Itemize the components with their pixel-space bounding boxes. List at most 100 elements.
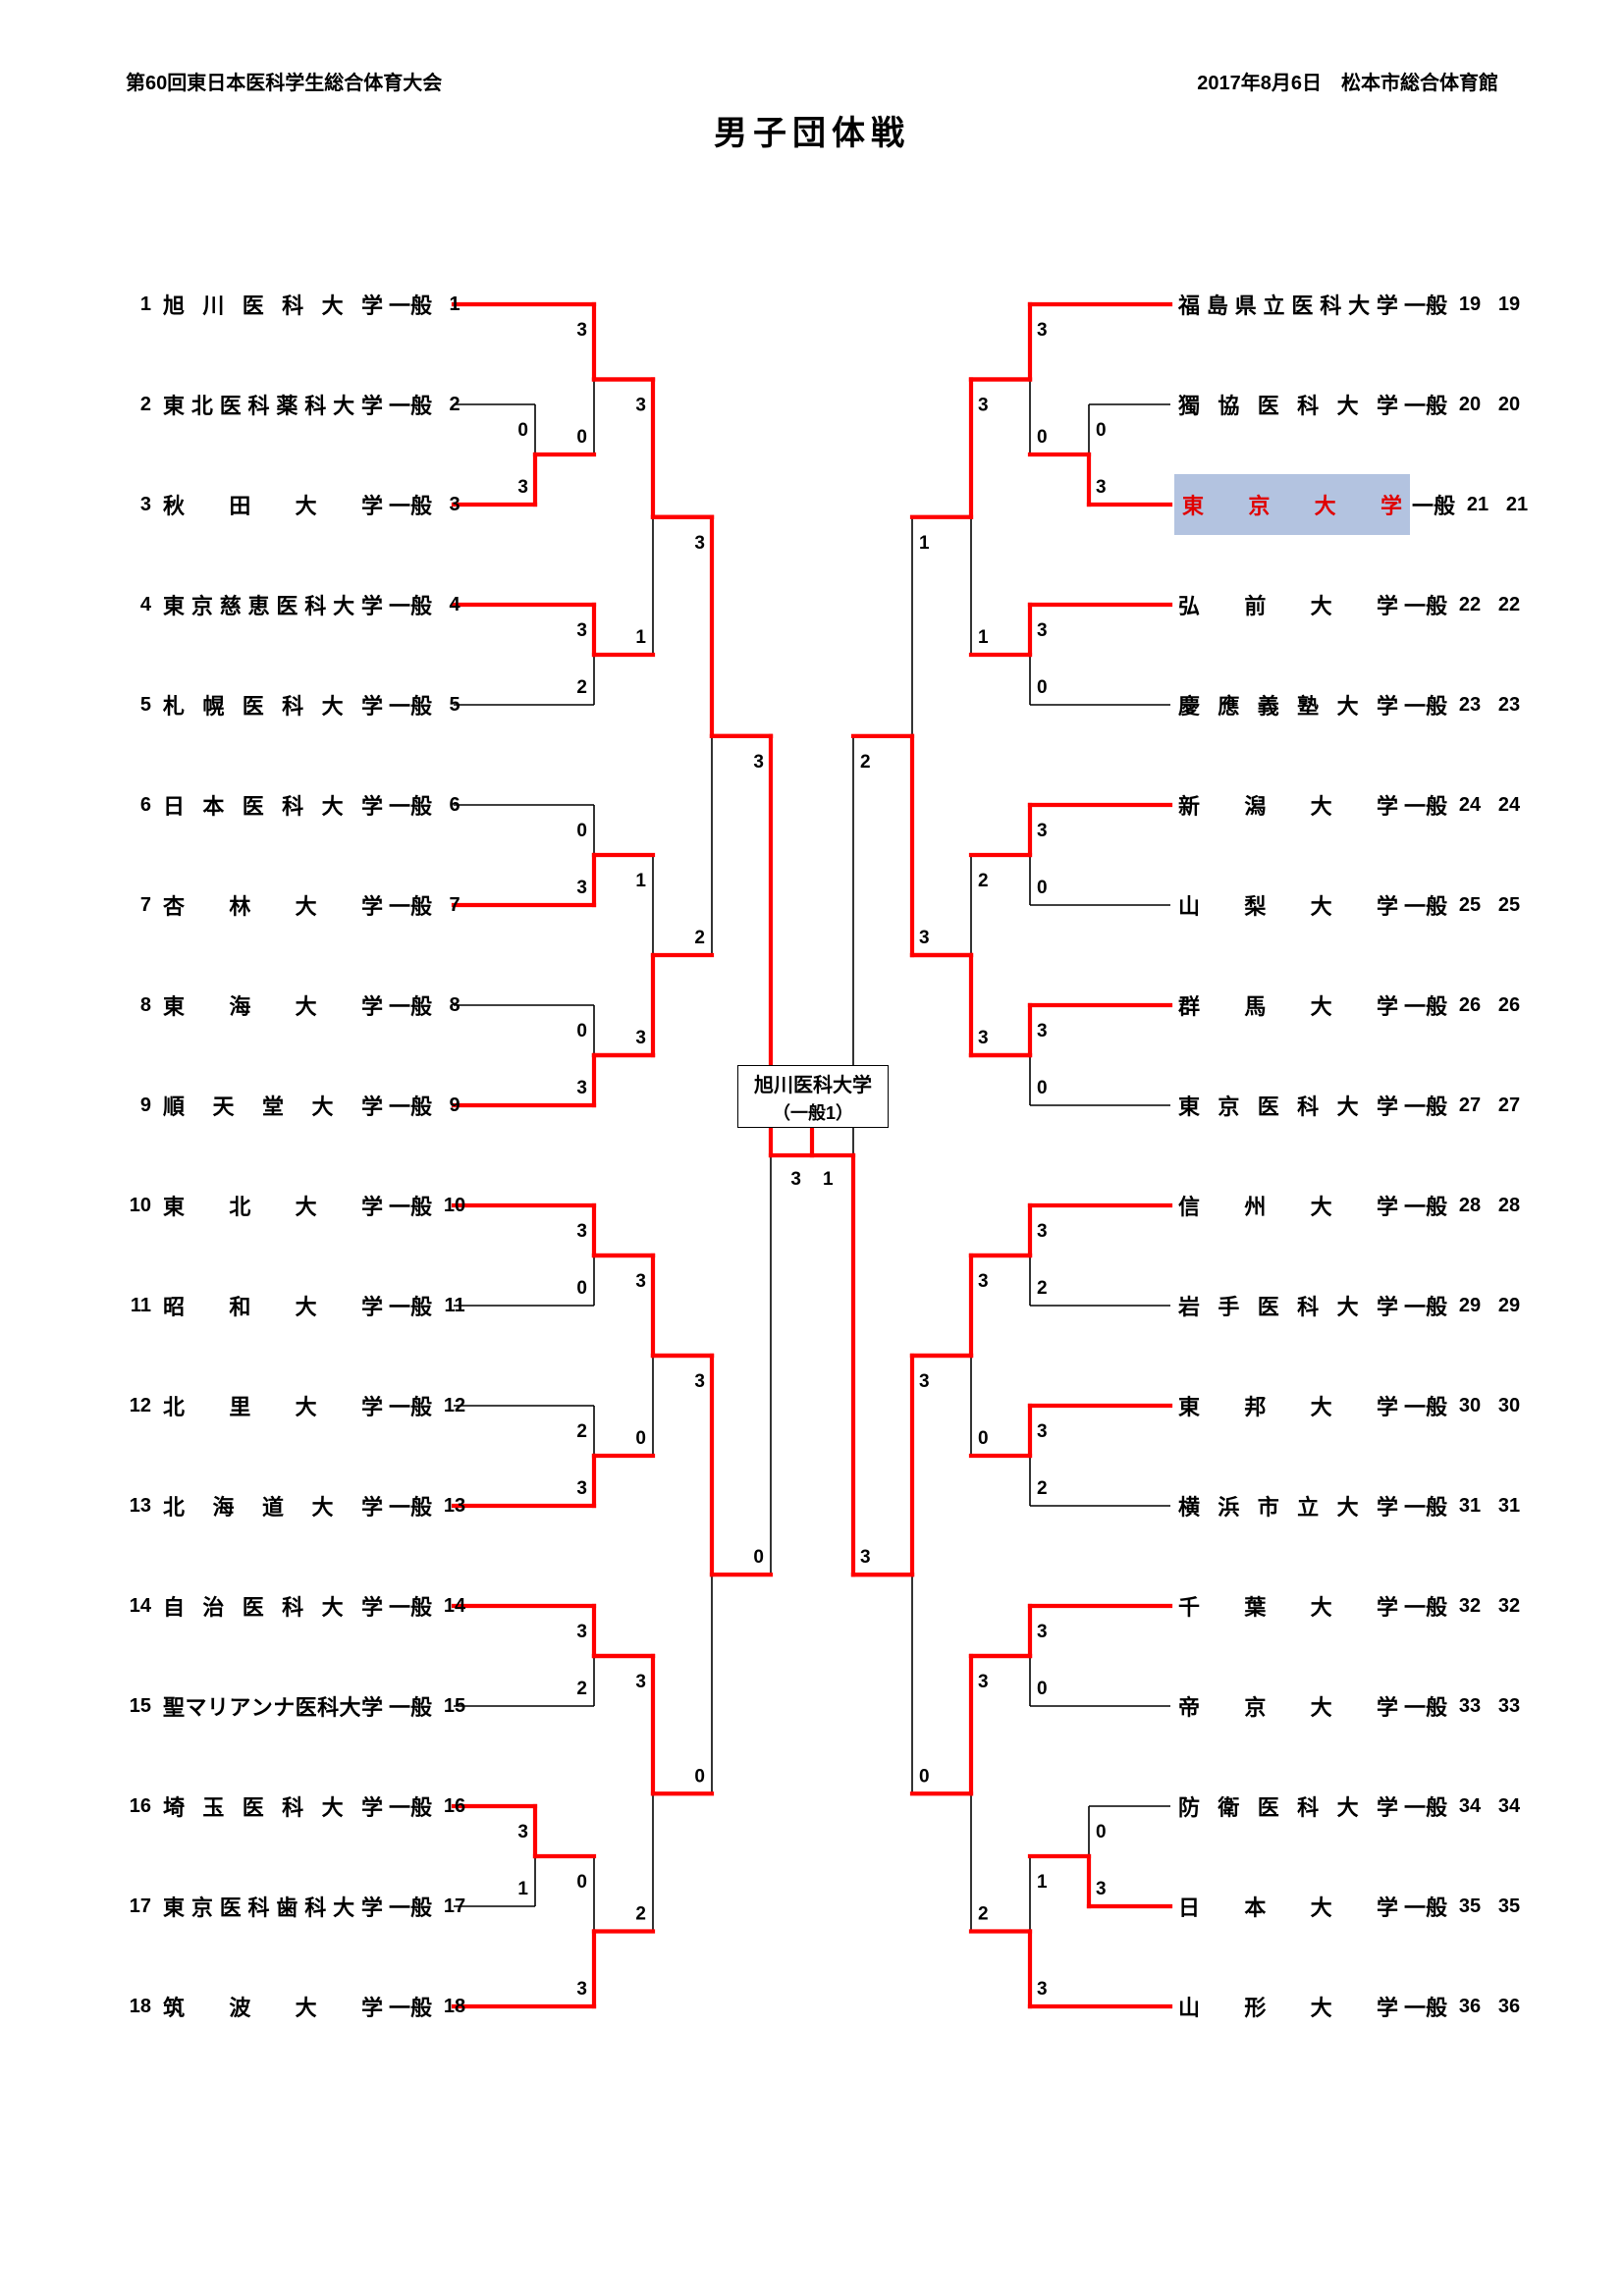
match-score: 3	[1037, 1221, 1048, 1242]
team-name: 横浜市立大学	[1178, 1495, 1398, 1520]
team-category: 一般	[1404, 1295, 1448, 1319]
team-category: 一般	[389, 1295, 433, 1319]
champion-box: 旭川医科大学 （一般1）	[737, 1065, 889, 1128]
match-score: 0	[1037, 427, 1048, 448]
match-score: 1	[919, 533, 930, 554]
team-number: 28	[1458, 1194, 1482, 1216]
match-score: 1	[517, 1879, 528, 1899]
match-score: 1	[1037, 1872, 1048, 1893]
team-category: 一般	[1404, 1896, 1448, 1920]
team-seed: 10	[129, 1194, 151, 1216]
team-number: 17	[443, 1895, 466, 1917]
champion-category: （一般1）	[772, 1102, 853, 1123]
team-category: 一般	[1404, 1695, 1448, 1720]
team-category: 一般	[389, 1095, 433, 1119]
team-seed: 21	[1505, 493, 1529, 515]
team-seed: 28	[1497, 1194, 1521, 1216]
team-number: 20	[1458, 393, 1482, 415]
match-score: 3	[1037, 1021, 1048, 1041]
team-category: 一般	[389, 1896, 433, 1920]
team-number: 1	[449, 293, 460, 315]
match-score: 0	[635, 1428, 646, 1449]
match-score: 3	[635, 1672, 646, 1692]
team-number: 16	[443, 1794, 466, 1817]
team-category: 一般	[1404, 294, 1448, 318]
match-score: 0	[576, 821, 587, 841]
team-category: 一般	[389, 894, 433, 919]
team-name-highlighted: 東京大学	[1174, 474, 1410, 535]
team-seed: 13	[129, 1494, 151, 1517]
match-score: 0	[978, 1428, 989, 1449]
team-name: 東邦大学	[1178, 1395, 1398, 1419]
match-score: 3	[517, 477, 528, 498]
team-category: 一般	[389, 294, 433, 318]
team-seed: 30	[1497, 1394, 1521, 1416]
match-score: 3	[635, 1028, 646, 1048]
team-row: 13 北海道大学一般 13	[126, 1478, 469, 1533]
match-score: 3	[576, 320, 587, 341]
team-number: 8	[449, 993, 460, 1016]
match-score: 0	[753, 1547, 764, 1568]
match-score: 3	[635, 396, 646, 416]
team-seed: 15	[129, 1694, 151, 1717]
match-score: 3	[694, 1371, 705, 1392]
team-name: 慶應義塾大学	[1178, 694, 1398, 719]
winner-paths	[451, 301, 1173, 2009]
team-category: 一般	[389, 694, 433, 719]
match-score: 3	[1037, 1979, 1048, 2000]
match-score: 3	[753, 752, 764, 773]
match-score: 3	[635, 1271, 646, 1292]
team-number: 2	[449, 393, 460, 415]
team-number: 21	[1466, 493, 1489, 515]
team-number: 13	[443, 1494, 466, 1517]
match-score: 3	[1037, 1622, 1048, 1642]
match-score: 0	[576, 427, 587, 448]
match-score: 2	[576, 1679, 587, 1699]
team-seed: 6	[139, 793, 151, 816]
match-score: 3	[978, 396, 989, 416]
team-number: 31	[1458, 1494, 1482, 1517]
team-category: 一般	[1404, 1595, 1448, 1620]
team-seed: 32	[1497, 1594, 1521, 1617]
team-seed: 11	[130, 1294, 151, 1316]
team-name: 日本医科大学	[163, 794, 383, 819]
team-number: 6	[449, 793, 460, 816]
match-score: 3	[790, 1169, 801, 1190]
match-score: 2	[1037, 1478, 1048, 1499]
match-score: 3	[860, 1547, 871, 1568]
match-score: 0	[1096, 1822, 1107, 1842]
match-score: 0	[1037, 1078, 1048, 1098]
team-category: 一般	[389, 1495, 433, 1520]
match-score: 2	[576, 1421, 587, 1442]
match-score: 0	[576, 1278, 587, 1299]
team-name: 信州大学	[1178, 1195, 1398, 1219]
team-category: 一般	[1404, 1095, 1448, 1119]
team-name: 東北医科薬科大学	[163, 394, 383, 418]
team-name: 北海道大学	[163, 1495, 383, 1520]
team-seed: 14	[129, 1594, 151, 1617]
team-category: 一般	[389, 1996, 433, 2020]
team-name: 旭川医科大学	[163, 294, 383, 318]
team-seed: 35	[1497, 1895, 1521, 1917]
team-name: 順天堂大学	[163, 1095, 383, 1119]
match-score: 0	[1037, 878, 1048, 898]
team-seed: 19	[1497, 293, 1521, 315]
